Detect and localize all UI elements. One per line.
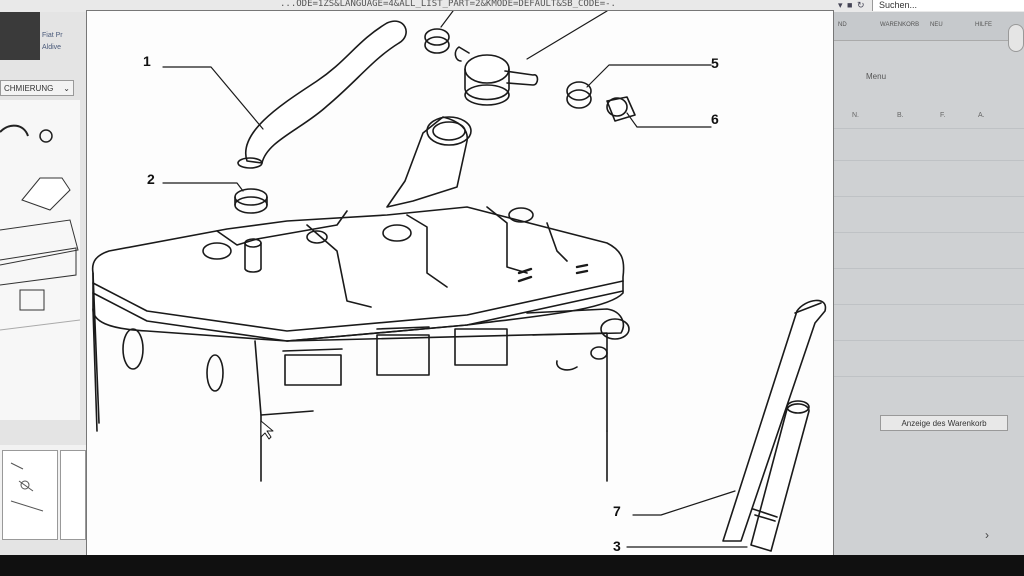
search-input[interactable]: Suchen... (872, 0, 1024, 11)
callout-label-3[interactable]: 3 (613, 538, 621, 554)
column-header-b: B. (897, 112, 904, 119)
header-item-cart[interactable]: WARENKORB (880, 22, 920, 28)
callout-line-5 (586, 64, 712, 88)
callout-line-2 (162, 182, 244, 192)
section-dropdown-label: CHMIERUNG (4, 84, 54, 93)
left-tab-2[interactable]: Aldive (42, 44, 62, 51)
chevron-down-icon: ⌄ (63, 84, 70, 93)
table-divider (834, 340, 1024, 341)
left-dark-panel (0, 12, 40, 60)
parts-diagram: 1 2 5 6 7 3 (86, 10, 834, 556)
dropdown-arrow-icon[interactable]: ▾ (838, 0, 843, 10)
table-divider (834, 268, 1024, 269)
table-divider (834, 304, 1024, 305)
callout-label-6[interactable]: 6 (711, 111, 719, 127)
header-item-1[interactable]: ND (838, 22, 847, 28)
lock-icon: ■ (847, 0, 853, 10)
dipstick-part[interactable] (722, 299, 827, 542)
section-dropdown[interactable]: CHMIERUNG ⌄ (0, 80, 74, 96)
valve-cover-part[interactable] (91, 206, 625, 342)
url-text[interactable]: ...ODE=1ZS&LANGUAGE=4&ALL_LIST_PART=2&KM… (280, 0, 616, 9)
column-header-a: A. (978, 112, 985, 119)
left-diagram-preview (0, 100, 81, 420)
column-header-f: F. (940, 112, 946, 119)
table-divider (834, 232, 1024, 233)
callout-line-1 (162, 66, 264, 130)
table-divider (834, 196, 1024, 197)
show-cart-button[interactable]: Anzeige des Warenkorb (880, 415, 1008, 431)
menu-label[interactable]: Menu (866, 72, 887, 81)
hose-end (237, 157, 263, 169)
scroll-handle-icon[interactable] (1008, 24, 1024, 52)
mouse-cursor-icon (260, 420, 274, 440)
table-divider (834, 128, 1024, 129)
thumbnail-1-drawing (10, 462, 44, 512)
callout-label-7[interactable]: 7 (613, 503, 621, 519)
right-background-app (834, 12, 1024, 576)
callout-line-7 (632, 490, 736, 516)
monitor-bezel (0, 555, 1024, 576)
engine-diagram-drawing (91, 11, 827, 552)
small-clamp-part[interactable] (566, 81, 592, 101)
thumbnail-1[interactable] (2, 450, 58, 540)
top-clamp-part[interactable] (424, 28, 450, 46)
callout-label-5[interactable]: 5 (711, 55, 719, 71)
left-tab-1[interactable]: Fiat Pr (42, 32, 63, 39)
header-item-help[interactable]: HILFE (975, 22, 993, 28)
left-preview-drawing (0, 124, 81, 331)
chevron-right-icon[interactable]: › (985, 528, 989, 542)
breather-valve-part[interactable] (464, 54, 510, 84)
callout-label-1[interactable]: 1 (143, 53, 151, 69)
thumbnail-2[interactable] (60, 450, 86, 540)
reload-icon[interactable]: ↻ (857, 0, 865, 10)
callout-line-6 (626, 112, 712, 128)
callout-line-top (440, 11, 608, 60)
table-divider (834, 160, 1024, 161)
callout-label-2[interactable]: 2 (147, 171, 155, 187)
right-app-header (834, 12, 1024, 41)
header-item-new[interactable]: NEU (930, 22, 943, 28)
column-header-n: N. (852, 112, 859, 119)
table-divider (834, 376, 1024, 377)
hose-part[interactable] (244, 20, 407, 164)
